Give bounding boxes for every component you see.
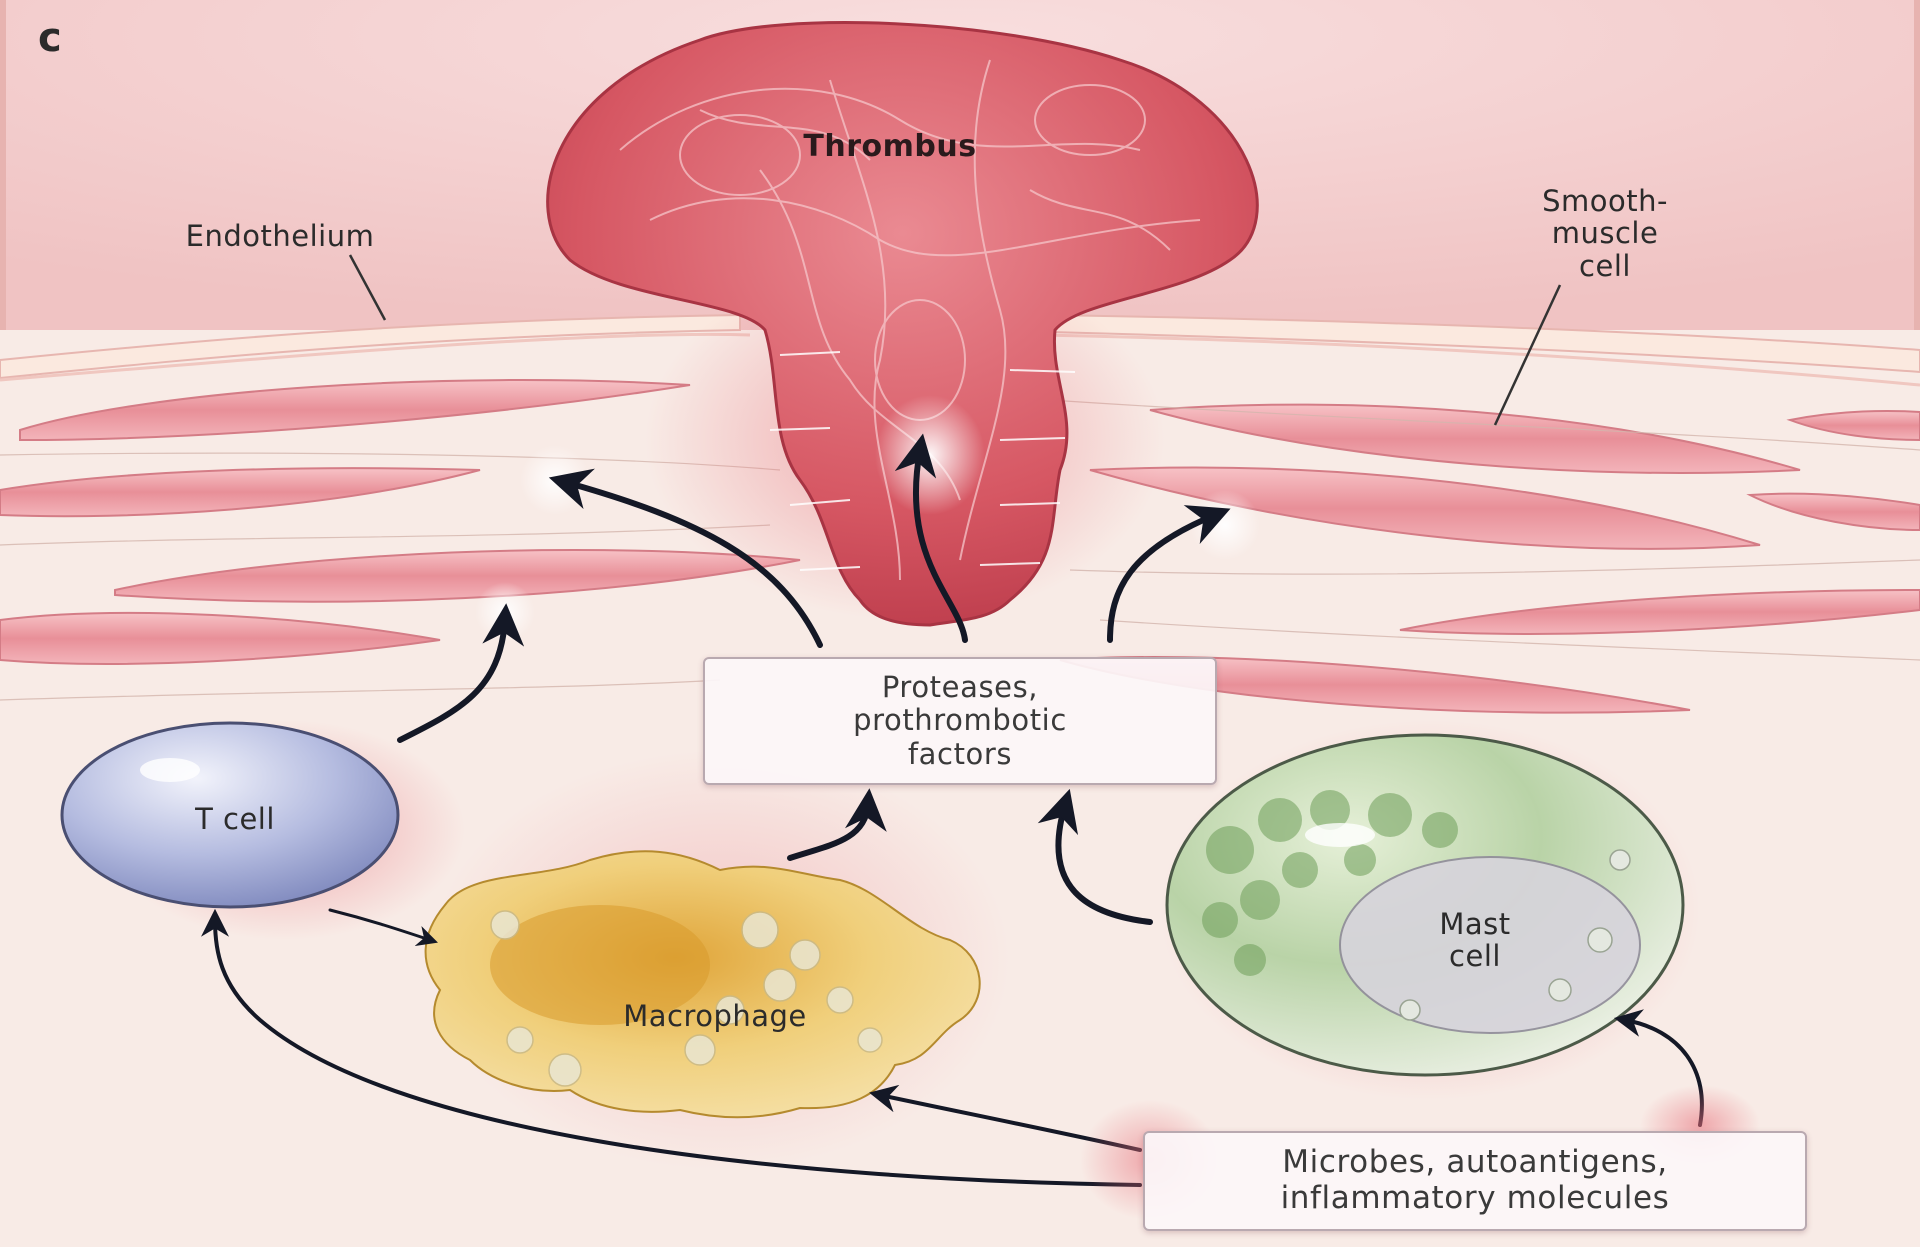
proteases-line-1: Proteases, <box>882 671 1038 704</box>
endothelium-label: Endothelium <box>120 220 440 252</box>
proteases-line-2: prothrombotic <box>853 704 1067 737</box>
mast-cell-line-2: cell <box>1375 940 1575 972</box>
smooth-muscle-line-1: Smooth- <box>1460 185 1750 217</box>
smooth-muscle-line-3: cell <box>1460 250 1750 282</box>
t-cell-label: T cell <box>150 803 320 835</box>
macrophage <box>426 750 1010 1170</box>
thrombus-label: Thrombus <box>760 130 1020 164</box>
panel-letter: c <box>38 16 62 61</box>
microbes-line-1: Microbes, autoantigens, <box>1282 1145 1667 1181</box>
microbes-box: Microbes, autoantigens, inflammatory mol… <box>1143 1131 1807 1231</box>
mast-cell-label: Mast cell <box>1375 908 1575 973</box>
mast-cell-line-1: Mast <box>1375 908 1575 940</box>
smooth-muscle-line-2: muscle <box>1460 217 1750 249</box>
proteases-line-3: factors <box>908 738 1012 771</box>
smooth-muscle-label: Smooth- muscle cell <box>1460 185 1750 282</box>
macrophage-label: Macrophage <box>540 1000 890 1032</box>
microbes-line-2: inflammatory molecules <box>1281 1181 1670 1217</box>
proteases-box: Proteases, prothrombotic factors <box>703 657 1217 785</box>
